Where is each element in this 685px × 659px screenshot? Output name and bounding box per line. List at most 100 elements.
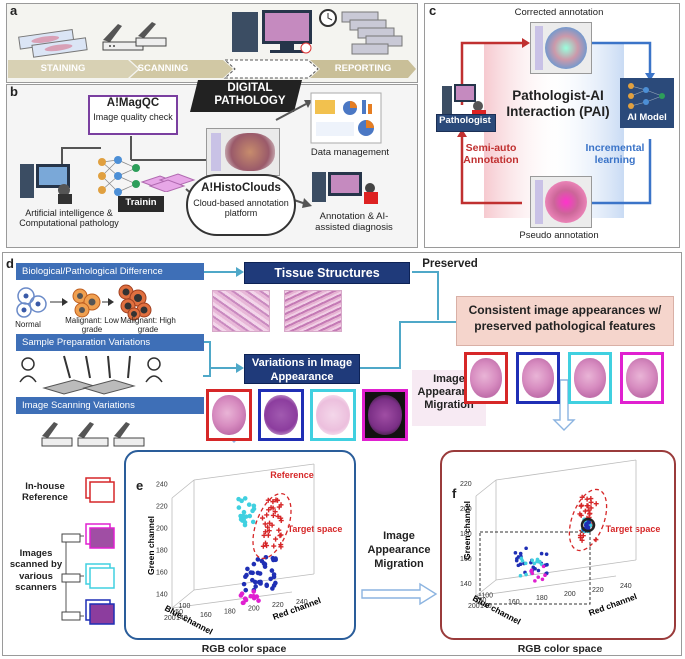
scatter-point [248, 593, 254, 599]
scatter-point [584, 503, 590, 509]
scatter-point [533, 579, 537, 583]
variations-header: Variations in Image Appearance (unrelate… [244, 354, 360, 406]
red-tick-label: 200 [248, 605, 260, 612]
scatter-point [270, 505, 276, 511]
variation-slide-blue [258, 389, 304, 441]
bio-diff-bar: Biological/Pathological Difference [16, 263, 204, 280]
scatter-point [580, 533, 586, 539]
scatter-point [254, 594, 260, 599]
panel-a-label: a [10, 3, 18, 18]
training-label: Trainin [125, 197, 157, 208]
consistent-box [456, 296, 674, 346]
red-tick-label: 160 [508, 599, 520, 606]
scatter-point [266, 528, 272, 534]
red-tick-label: 240 [296, 599, 308, 606]
scatter-point [241, 509, 247, 515]
scatter-point [258, 581, 263, 586]
blue-tick-label: 200 [468, 603, 480, 610]
blue-tick-label: 200 [164, 615, 176, 622]
consistent-slide-magenta [620, 352, 664, 404]
scatter-point [239, 515, 245, 521]
magqc-box [88, 95, 178, 135]
green-tick-label: 140 [460, 581, 472, 588]
scatter-point [260, 543, 266, 549]
panel-d-label: d [6, 256, 14, 271]
scatter-point [255, 557, 261, 562]
ai-model-network-icon [628, 83, 665, 109]
scatter-point [537, 559, 542, 564]
variations-title: Variations in Image Appearance [251, 357, 353, 383]
annotation-label: Annotation & AI-assisted diagnosis [315, 211, 393, 233]
red-tick-label: 220 [272, 602, 284, 609]
scatter-point [241, 600, 246, 606]
scatter-point [267, 520, 273, 526]
scatter-point [264, 543, 270, 549]
scatter-point [238, 593, 244, 598]
scatter-point [530, 558, 535, 563]
green-tick-label: 160 [460, 556, 472, 563]
scatter-point [264, 512, 270, 518]
scatter-point [577, 511, 583, 517]
sample-prep-illustration [19, 355, 163, 395]
scatter-point [275, 513, 281, 519]
corrected-annotation-label: Corrected annotation [514, 7, 604, 18]
consistent-slide-cyan [568, 352, 612, 404]
pathologist-box [436, 114, 496, 132]
pseudo-annotation-image [530, 176, 592, 228]
scatter-point [250, 519, 256, 525]
ai-workstation-icon [20, 164, 72, 204]
scatter-point [242, 496, 248, 501]
scatter-point [587, 510, 593, 516]
red-tick-label: 140 [480, 603, 492, 610]
scatter-point [518, 551, 523, 556]
panel-b-label: b [10, 84, 18, 99]
scatter-point [250, 577, 255, 583]
scatter-point [250, 570, 255, 576]
variation-slide-cyan [310, 389, 356, 441]
axis-line [495, 559, 637, 581]
high-grade-label: Malignant: High grade [120, 316, 176, 335]
scatter-point [539, 551, 544, 556]
pathologist-label: Pathologist [439, 115, 491, 126]
variation-slide-magenta [362, 389, 408, 441]
green-tick-label: 180 [156, 548, 168, 555]
green-tick-label: 200 [460, 506, 472, 513]
scatter-point [264, 583, 270, 589]
scanner-icon [102, 22, 167, 51]
histoclouds-cloud [186, 174, 296, 236]
low-grade-label: Malignant: Low grade [65, 316, 119, 335]
green-tick-label: 240 [156, 482, 168, 489]
scatter-point [579, 494, 585, 500]
scatter-point [584, 496, 590, 502]
scatter-point [271, 543, 277, 549]
scatter-point [265, 524, 271, 530]
panel-e-target-label: Target space [287, 524, 343, 534]
scatter-point [544, 552, 549, 556]
variation-slide-red [206, 389, 252, 441]
scatter-point [274, 497, 280, 503]
annotation-viewer-screen [206, 128, 280, 176]
scatter-point [259, 515, 265, 521]
migrated-cluster-ring [580, 517, 596, 533]
consistent-slide-blue [516, 352, 560, 404]
green-axis-label: Green channel [462, 501, 472, 560]
scatter-point [543, 573, 547, 578]
panel-e-label: e [136, 478, 144, 493]
stained-slides-icon [18, 29, 88, 58]
corrected-annotation-image [530, 22, 592, 74]
sample-prep-bar: Sample Preparation Variations [16, 334, 204, 351]
blue-tick-label: 150 [475, 598, 487, 605]
scatter-point [545, 562, 549, 567]
scatter-point [243, 574, 248, 580]
scatter-point [265, 532, 271, 538]
cell-grades-illustration [16, 284, 152, 321]
normal-label: Normal [15, 320, 41, 329]
scatter-point [272, 509, 278, 515]
scatter-point [582, 508, 588, 514]
scatter-point [269, 522, 275, 528]
scatter-point [578, 502, 584, 508]
scatter-point [273, 580, 278, 586]
training-label-box [118, 196, 164, 212]
